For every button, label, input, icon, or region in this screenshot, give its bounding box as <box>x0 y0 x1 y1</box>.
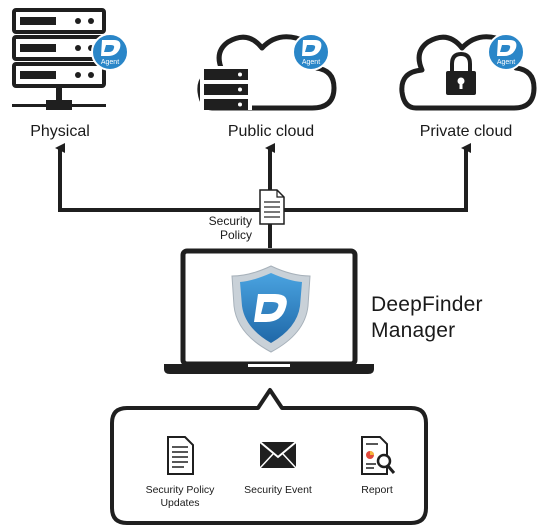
physical-label: Physical <box>30 123 90 140</box>
physical-server-icon <box>12 8 106 110</box>
security-policy-updates-label: Security Policy Updates <box>145 484 215 509</box>
shield-logo-icon <box>231 265 311 353</box>
report-magnifier-icon <box>361 436 396 475</box>
envelope-icon <box>259 441 297 469</box>
security-event-label: Security Event <box>244 484 312 496</box>
agent-badge-public-cloud <box>292 33 330 71</box>
agent-badge-private-cloud <box>487 33 525 71</box>
private-cloud-label: Private cloud <box>419 123 513 140</box>
manager-title: DeepFinder Manager <box>371 292 483 344</box>
manager-title-line1: DeepFinder <box>371 293 483 316</box>
security-policy-label: Security Policy <box>190 214 252 242</box>
security-policy-label-line1: Security <box>208 214 252 228</box>
agent-badge-label-public-cloud: Agent <box>301 59 321 66</box>
agent-badge-label-physical: Agent <box>100 59 120 66</box>
document-icon <box>167 436 194 475</box>
agent-badge-label-private-cloud: Agent <box>496 59 516 66</box>
private-cloud-icon <box>399 34 537 111</box>
manager-title-line2: Manager <box>371 319 456 342</box>
public-cloud-label: Public cloud <box>227 123 315 140</box>
report-label: Report <box>361 484 393 496</box>
public-cloud-icon <box>197 34 337 111</box>
security-policy-label-line2: Policy <box>219 228 252 242</box>
arrow-to-private-cloud <box>270 143 471 212</box>
agent-badge-physical <box>91 33 129 71</box>
policy-document-icon <box>259 189 285 225</box>
arrow-to-physical <box>55 143 272 248</box>
